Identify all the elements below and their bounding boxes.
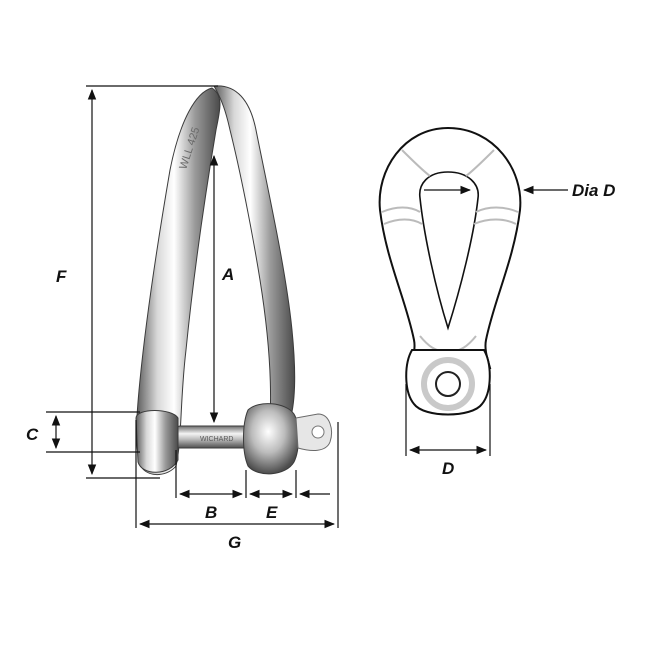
shackle-body-left-leg (136, 87, 221, 475)
dim-label-dia-d: Dia D (572, 181, 615, 200)
dim-label-c: C (26, 425, 39, 444)
dim-label-g: G (228, 533, 241, 552)
side-view-band-mid-left-2 (383, 218, 423, 225)
dim-label-a: A (221, 265, 234, 284)
dim-label-d: D (442, 459, 454, 478)
shackle-left-eye (135, 410, 179, 473)
shackle-pin-knob (243, 403, 299, 475)
side-view-eye-hole (435, 371, 461, 397)
side-view-drawing (378, 126, 522, 416)
dim-label-b: B (205, 503, 217, 522)
shackle-dimensions: F A C B E G (26, 85, 339, 552)
shackle-pin-tip-hole (311, 425, 325, 439)
side-view-band-mid-right-1 (475, 206, 519, 213)
side-view-band-top-left (401, 149, 431, 177)
side-view-inner-opening (419, 171, 479, 331)
dim-label-e: E (266, 503, 278, 522)
shackle-inner-opening (185, 150, 263, 410)
dim-label-f: F (56, 267, 67, 286)
side-view-dimensions: Dia D D (405, 181, 615, 478)
side-view-band-mid-right-2 (473, 218, 517, 225)
side-view-band-mid-left-1 (381, 206, 421, 213)
shackle-photo: WLL 425 WICHARD (135, 85, 332, 475)
side-view-band-top-right (465, 149, 495, 177)
brand-engraving: WICHARD (200, 436, 233, 443)
